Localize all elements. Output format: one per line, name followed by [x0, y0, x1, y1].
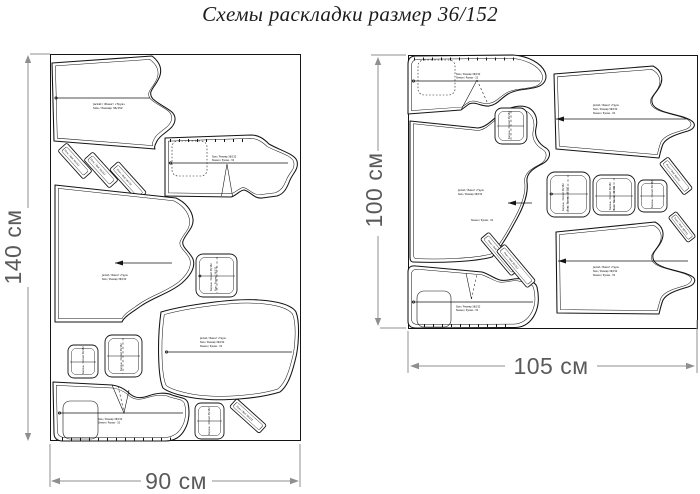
piece-belt-strip-2: Пояс / Belt 36/152 [84, 152, 118, 188]
svg-text:Карман / Pocket 36/152: Карман / Pocket 36/152 [120, 343, 123, 371]
dart [460, 79, 478, 111]
arrow-left-icon [51, 477, 60, 485]
dimension-left-height [24, 53, 50, 441]
svg-text:Карман / Pocket 36/152: Карман / Pocket 36/152 [609, 182, 612, 210]
piece-pocket-6: Карман / Pocket 36/152 Size / Размер 36/… [546, 171, 591, 218]
piece-belt-strip-4: Пояс / Belt 36/152 [229, 398, 267, 434]
svg-text:Size / Размер 36/152: Size / Размер 36/152 [456, 73, 481, 76]
piece-pocket-1: Карман / Pocket 36/152 Size / Размер 36/… [195, 253, 238, 298]
svg-text:Size / Размер 36/152: Size / Размер 36/152 [212, 156, 237, 159]
dart-fold [117, 385, 125, 413]
svg-text:Sleeve / Рукав - 32: Sleeve / Рукав - 32 [456, 309, 479, 312]
svg-text:Карман / Pocket 36/152: Карман / Pocket 36/152 [210, 263, 213, 291]
svg-text:Sleeve / Рукав - 32: Sleeve / Рукав - 32 [456, 77, 479, 80]
piece-pocket-5: Карман / Pocket 36/152 [494, 107, 528, 145]
dimension-left-width [49, 444, 301, 487]
svg-text:Sleeve / Рукав - 32: Sleeve / Рукав - 32 [212, 159, 235, 162]
piece-pants-back-right: Size / Размер 36/152 Sleeve / Рукав - 32 [407, 265, 539, 329]
svg-text:Size / Размер 36/152: Size / Размер 36/152 [215, 266, 218, 291]
svg-text:Size / Размер 36/152: Size / Размер 36/152 [200, 341, 225, 344]
piece-pocket-8: Карман / Pocket 36/152 [637, 179, 668, 213]
svg-text:Sleeve / Рукав - 32: Sleeve / Рукав - 32 [98, 422, 121, 425]
arrow-left-icon [558, 258, 566, 264]
svg-text:Size / Размер 36/152: Size / Размер 36/152 [98, 418, 123, 421]
dimension-right-width [407, 320, 698, 373]
right-height-label: 100 см [361, 152, 387, 228]
piece-belt-strip-6: Пояс / Belt 36/152 [668, 211, 696, 243]
right-fabric-boundary [408, 55, 698, 329]
piece-pants-front-left: Size / Размер 36/152 Sleeve / Рукав - 32 [164, 134, 298, 199]
arrow-left-icon [115, 260, 123, 266]
left-height-label: 140 см [0, 209, 26, 285]
dart-fold [476, 79, 489, 105]
svg-text:Карман / Pocket 36/152: Карман / Pocket 36/152 [651, 180, 654, 208]
svg-text:Size / Размер 36/152: Size / Размер 36/152 [102, 278, 127, 281]
arrow-down-icon [374, 318, 382, 326]
svg-text:Карман / Pocket 36/152: Карман / Pocket 36/152 [82, 346, 85, 374]
piece-pants-back-left: Size / Размер 36/152 Sleeve / Рукав - 32 [52, 381, 190, 442]
piece-pocket-3: Карман / Pocket 36/152 [104, 334, 143, 378]
dart [221, 163, 233, 197]
piece-pocket-7: Карман / Pocket 36/152 Size / Размер 36/… [592, 174, 636, 216]
piece-bodice-right: Jacket / Жакет «Труа» Size / Размер 36/1… [409, 105, 551, 263]
layout-right: Size / Размер 36/152 Sleeve / Рукав - 32… [407, 54, 698, 329]
piece-pocket-2: Карман / Pocket 36/152 [67, 344, 99, 379]
piece-bodice-left: Jacket / Жакет «Труа» Size / Размер 36/1… [54, 184, 195, 323]
svg-text:Jacket / Жакет «Труа»: Jacket / Жакет «Труа» [592, 104, 620, 107]
arrow-up-icon [374, 57, 382, 65]
piece-pants-front-right: Size / Размер 36/152 Sleeve / Рукав - 32 [407, 54, 547, 115]
svg-text:Sleeve / Рукав - 32: Sleeve / Рукав - 32 [593, 112, 616, 115]
svg-text:Size / Размер 36/152: Size / Размер 36/152 [593, 108, 618, 111]
svg-text:Карман / Pocket 36/152: Карман / Pocket 36/152 [562, 183, 565, 211]
svg-text:Size / Размер 36/152: Size / Размер 36/152 [567, 186, 570, 211]
arrow-down-icon [24, 433, 32, 441]
svg-text:Jacket / Жакет «Труа»: Jacket / Жакет «Труа» [592, 266, 620, 269]
piece-pocket-4: Карман / Pocket 36/152 [194, 402, 225, 440]
arrow-left-icon [410, 362, 419, 370]
dimension-right-height [371, 54, 406, 329]
svg-text:Jacket / Жакет «Труа»: Jacket / Жакет «Труа» [457, 189, 485, 192]
arrow-left-icon [556, 116, 564, 122]
piece-jacket-back-bottom-right: Jacket / Жакет «Труа» Size / Размер 36/1… [555, 221, 696, 315]
svg-text:Sleeve / Рукав - 32: Sleeve / Рукав - 32 [471, 219, 494, 222]
pocket-placement [417, 59, 456, 96]
arrow-left-icon [508, 200, 516, 206]
arrow-right-icon [686, 362, 695, 370]
piece-label: Jacket / Жакет «Труа» [92, 102, 125, 106]
svg-text:Size / Размер 36/152: Size / Размер 36/152 [593, 270, 618, 273]
svg-text:Sleeve / Рукав - 32: Sleeve / Рукав - 32 [593, 274, 616, 277]
piece-sleeve-left: Jacket / Жакет «Труа» Size / Размер 36/1… [158, 299, 300, 401]
svg-text:Size / Размер 36/152: Size / Размер 36/152 [458, 193, 483, 196]
right-width-label: 105 см [513, 353, 589, 379]
layout-left: Jacket / Жакет «Труа» Size / Размер 36/1… [50, 54, 301, 442]
svg-text:Size / Размер 36/152: Size / Размер 36/152 [456, 306, 481, 309]
piece-jacket-back-top-left: Jacket / Жакет «Труа» Size / Размер 36/1… [51, 55, 176, 150]
svg-text:Карман / Pocket 36/152: Карман / Pocket 36/152 [508, 111, 511, 139]
pocket-placement [171, 140, 208, 177]
svg-text:Jacket / Жакет «Труа»: Jacket / Жакет «Труа» [199, 337, 227, 340]
diagram-title: Схемы раскладки размер 36/152 [202, 2, 498, 26]
arrow-right-icon [290, 477, 299, 485]
arrow-up-icon [24, 55, 32, 63]
svg-text:Jacket / Жакет «Труа»: Jacket / Жакет «Труа» [101, 274, 129, 277]
svg-text:Sleeve / Рукав - 32: Sleeve / Рукав - 32 [200, 345, 223, 348]
dart [465, 272, 472, 300]
left-fabric-boundary [50, 54, 301, 441]
piece-label: Size / Размер 36/152 [93, 106, 123, 110]
left-width-label: 90 см [145, 468, 207, 494]
piece-jacket-back-top-right: Jacket / Жакет «Труа» Size / Размер 36/1… [553, 65, 695, 159]
svg-text:Size / Размер 36/152: Size / Размер 36/152 [613, 185, 616, 210]
svg-text:Карман / Pocket 36/152: Карман / Pocket 36/152 [208, 407, 211, 435]
